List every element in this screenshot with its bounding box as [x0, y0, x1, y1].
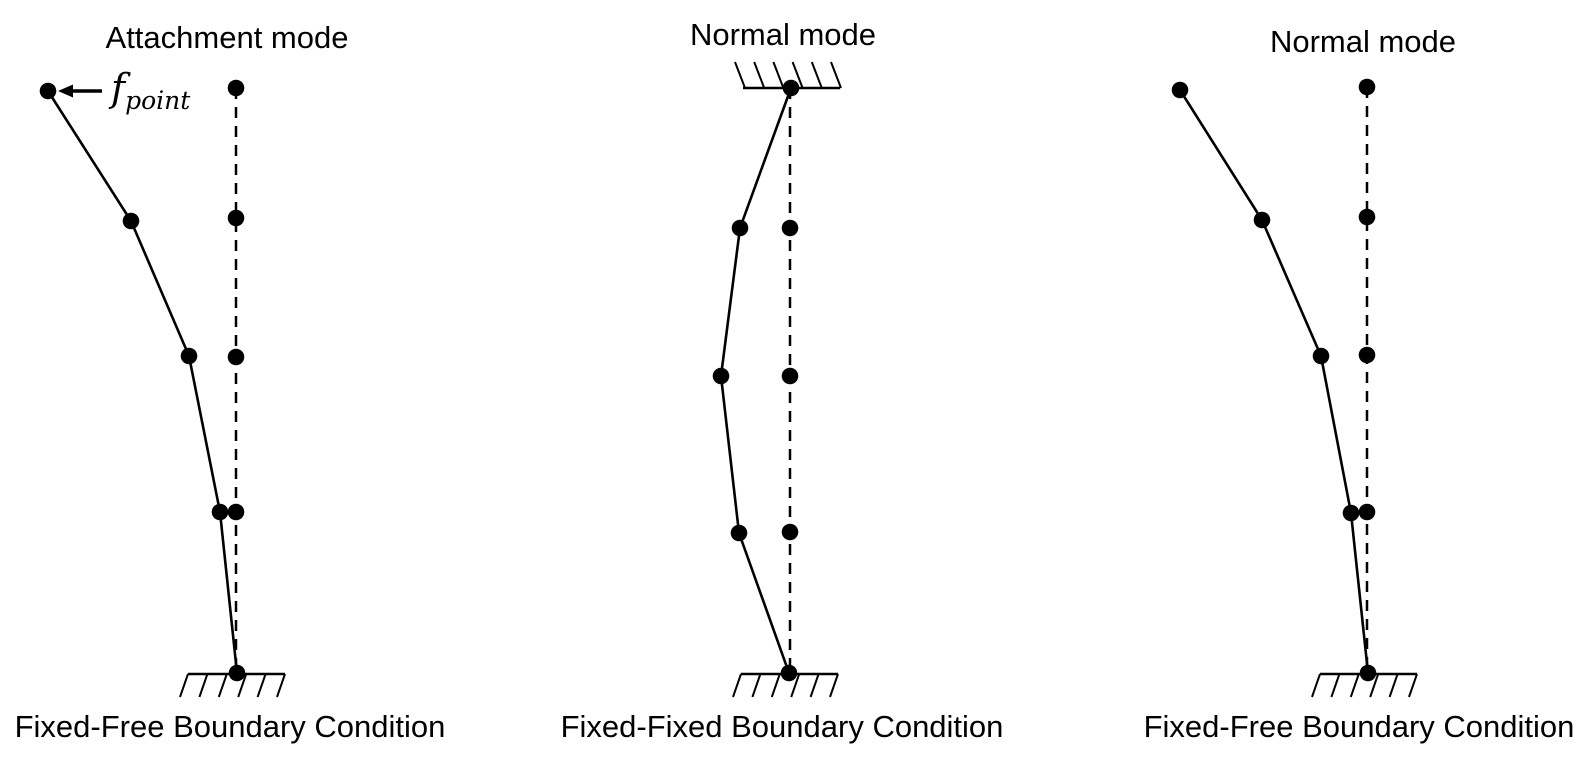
mode-shape-polyline [1178, 89, 1370, 674]
support-hatch-line [809, 673, 820, 698]
mode-node-dot [1171, 81, 1189, 99]
reference-node-dot [227, 503, 245, 521]
support-hatch-line [1330, 673, 1341, 698]
support-hatch-line [276, 673, 286, 698]
fixed-support-ground [1311, 672, 1418, 698]
mode-node-dot [39, 82, 57, 100]
mode-shape-polyline [46, 90, 239, 674]
support-hatch-line [1311, 673, 1321, 698]
support-hatch-line [770, 673, 781, 698]
support-hatch-line [751, 673, 762, 698]
support-hatch-line [256, 673, 267, 698]
support-hatch-line [732, 673, 742, 698]
mode-node-dot [122, 212, 140, 230]
panel-title: Attachment mode [106, 20, 349, 55]
reference-node-dot [227, 79, 245, 97]
mode-node-dot [1342, 504, 1360, 522]
support-hatch-line [237, 673, 248, 698]
support-hatch-line [1349, 673, 1360, 698]
fixed-support-ground [179, 672, 286, 698]
mode-node-dot [1253, 211, 1271, 229]
reference-node-dot [1358, 78, 1376, 96]
panel-normal-mode-fixed-free [1171, 78, 1418, 698]
panel-normal-mode-fixed-fixed [712, 61, 842, 698]
support-hatch-line [734, 61, 746, 89]
support-hatch-line [753, 61, 766, 89]
panel-title: Normal mode [1270, 24, 1456, 59]
support-hatch-line [772, 61, 785, 89]
mode-node-dot [731, 219, 749, 237]
support-hatch-line [198, 673, 209, 698]
support-hatch-line [1388, 673, 1399, 698]
reference-node-dot [781, 367, 799, 385]
support-hatch-line [1408, 673, 1418, 698]
fixed-support-ceiling [734, 61, 842, 90]
support-hatch-line [829, 673, 839, 698]
support-hatch-line [1369, 673, 1380, 698]
reference-node-dot [1358, 208, 1376, 226]
mode-node-dot [211, 503, 229, 521]
support-hatch-line [791, 61, 804, 89]
support-hatch-line [179, 673, 189, 698]
fixed-support-ground [732, 672, 839, 698]
reference-node-dot [1358, 346, 1376, 364]
mode-node-dot [1312, 347, 1330, 365]
force-label-subscript: point [125, 86, 191, 115]
force-arrow [58, 84, 102, 98]
force-point-label: fpoint [108, 66, 191, 115]
support-hatch-line [810, 61, 823, 89]
panel-caption: Fixed-Fixed Boundary Condition [561, 709, 1004, 744]
reference-node-dot [781, 219, 799, 237]
panel-title: Normal mode [690, 17, 876, 52]
reference-node-dot [227, 209, 245, 227]
panel-caption: Fixed-Free Boundary Condition [1144, 709, 1575, 744]
panel-caption: Fixed-Free Boundary Condition [15, 709, 446, 744]
reference-node-dot [781, 523, 799, 541]
mode-node-dot [180, 347, 198, 365]
mode-node-dot [730, 524, 748, 542]
mode-node-dot [712, 367, 730, 385]
support-hatch-line [790, 673, 801, 698]
mode-shape-polyline [719, 87, 793, 674]
support-hatch-line [217, 673, 228, 698]
panel-attachment-mode-fixed-free [39, 79, 286, 698]
reference-node-dot [1358, 503, 1376, 521]
reference-node-dot [227, 348, 245, 366]
force-arrow-head [58, 84, 73, 98]
support-hatch-line [830, 61, 842, 89]
